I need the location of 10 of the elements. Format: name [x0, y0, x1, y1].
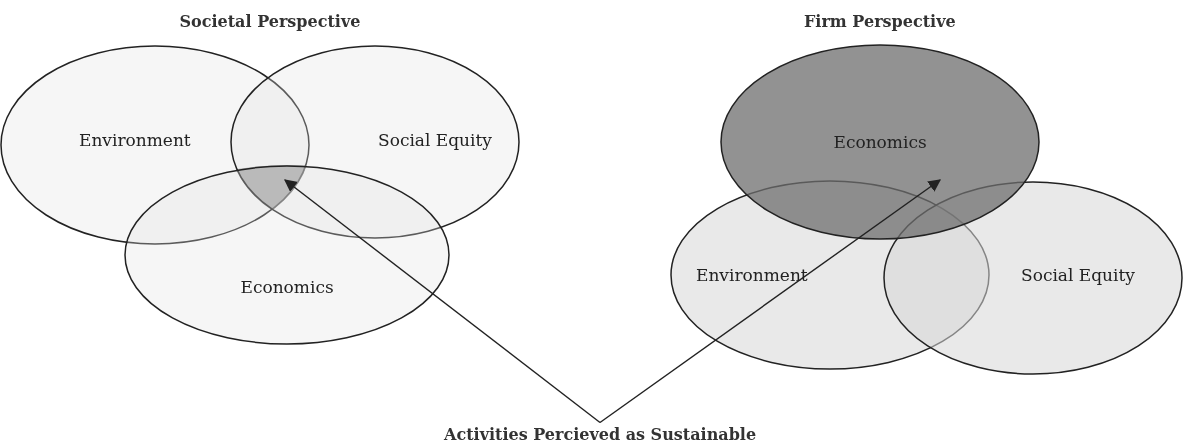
circle-label: Economics [833, 132, 927, 152]
circle-label: Social Equity [1021, 265, 1135, 285]
circle-label: Environment [79, 130, 191, 150]
circle-label: Social Equity [378, 130, 492, 150]
caption-text: Activities Percieved as Sustainable [444, 424, 757, 444]
heading: Societal Perspective [179, 12, 361, 31]
leader-arrow [284, 179, 601, 424]
leader-arrow [599, 179, 942, 424]
circle-label: Economics [240, 277, 334, 297]
circle-label: Environment [696, 265, 808, 285]
